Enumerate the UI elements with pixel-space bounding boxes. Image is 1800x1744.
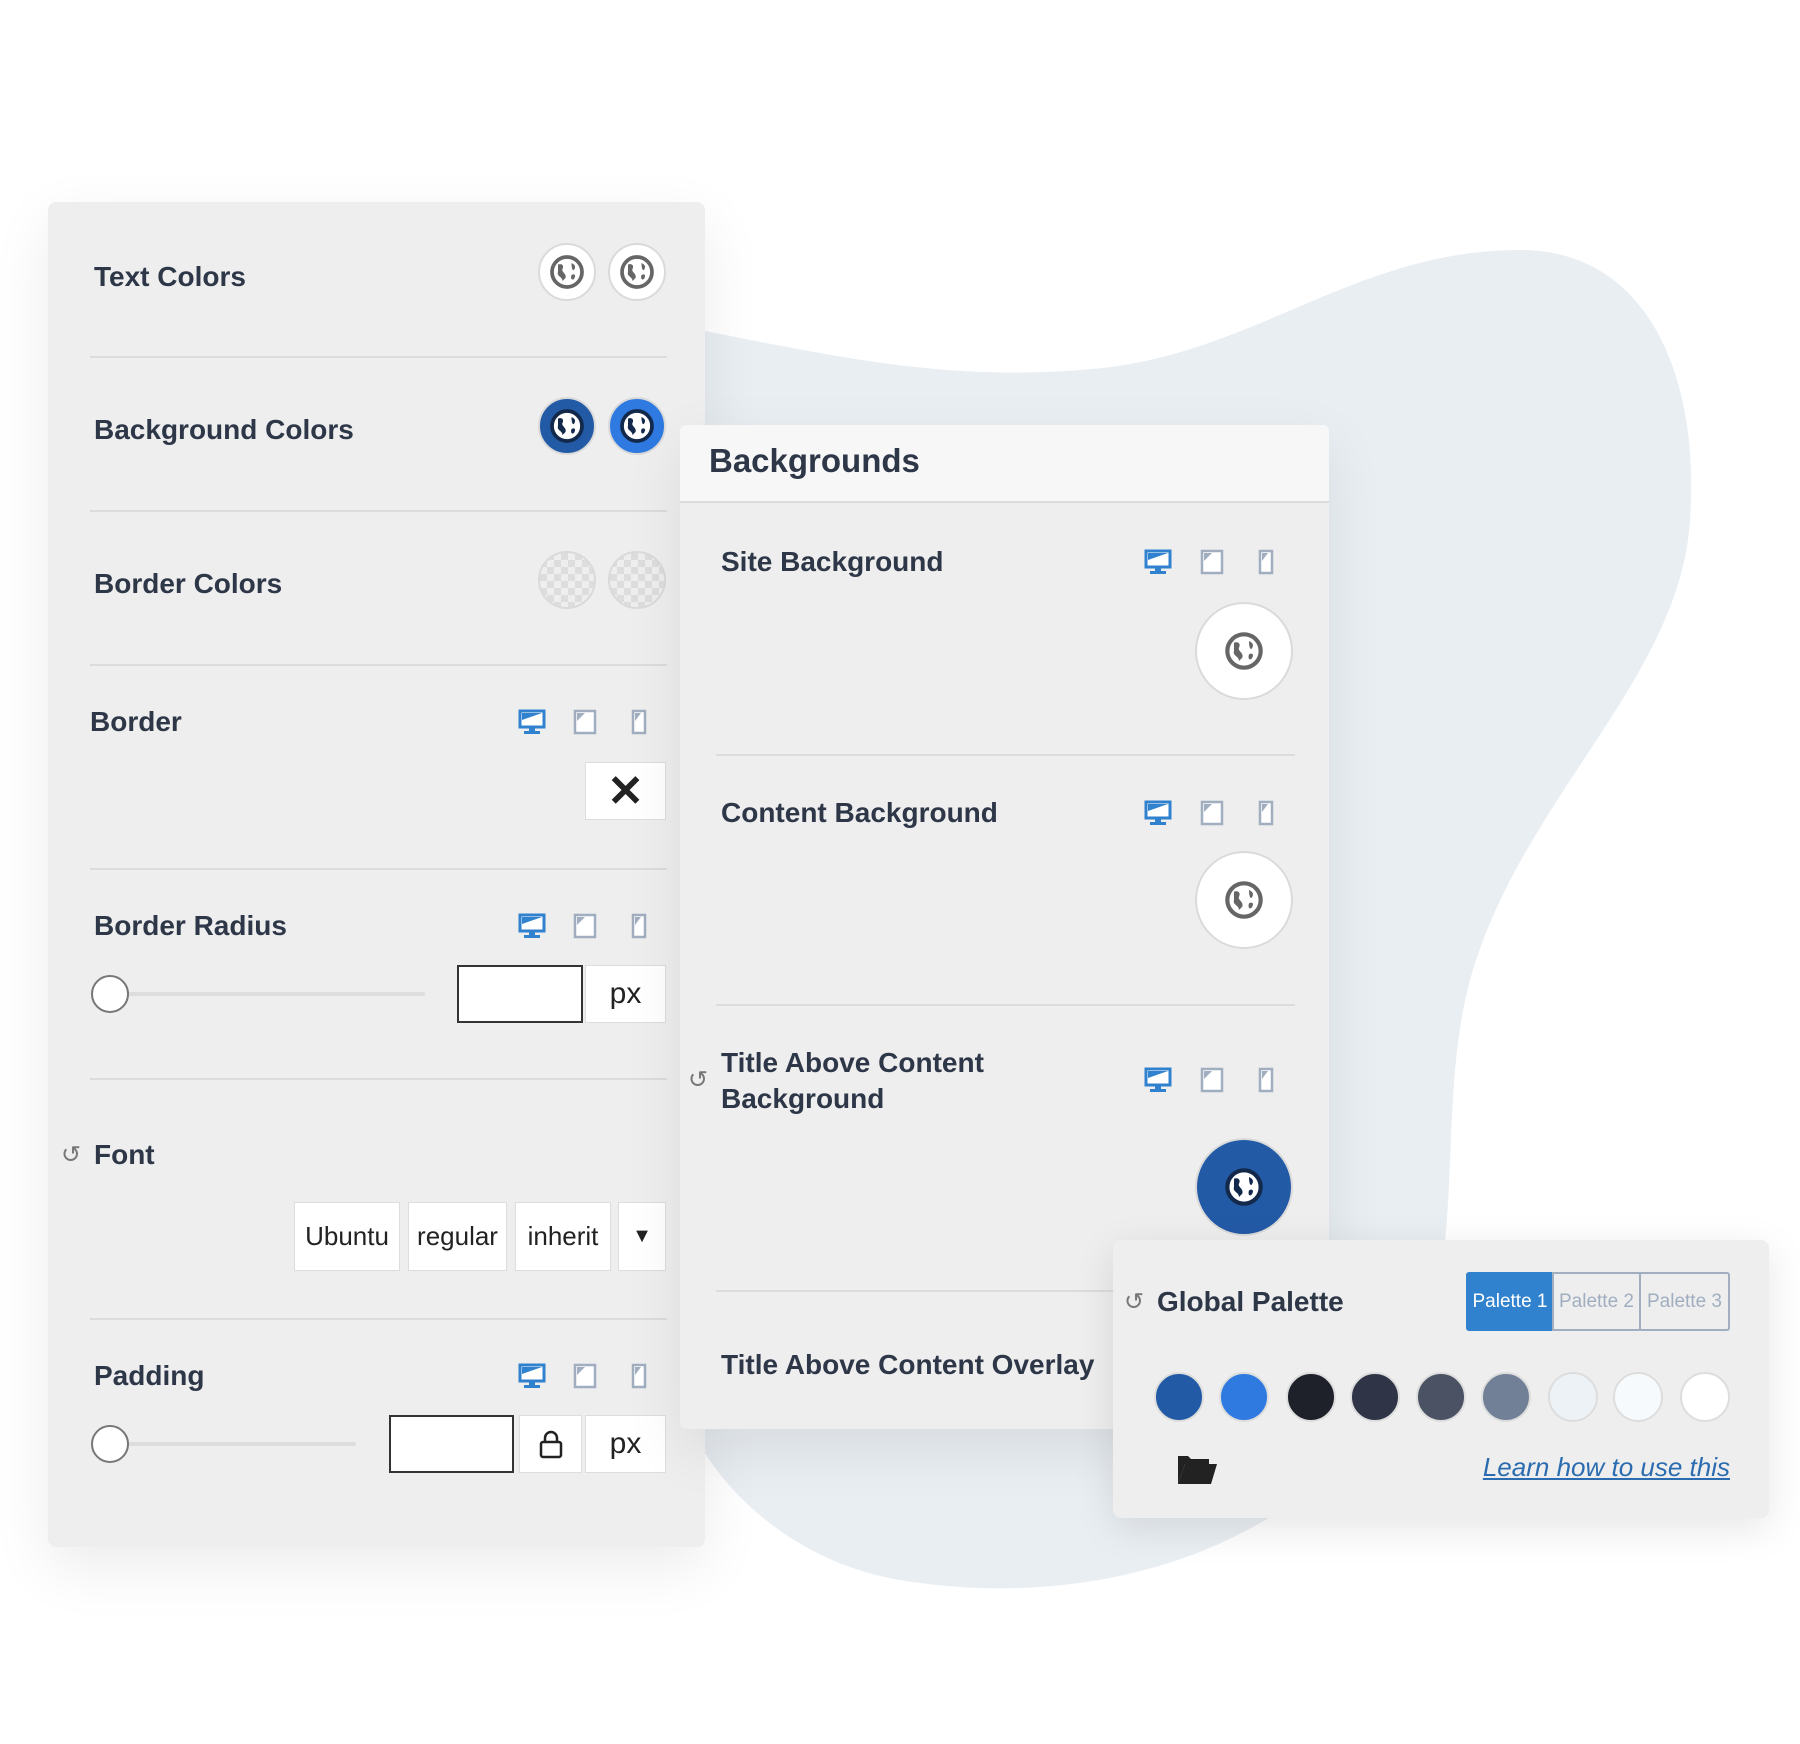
border-colors-label: Border Colors: [94, 568, 283, 599]
border-radius-label: Border Radius: [94, 910, 287, 941]
mobile-icon[interactable]: [625, 708, 653, 736]
mobile-icon[interactable]: [625, 1362, 653, 1390]
chevron-down-icon: ▼: [632, 1225, 652, 1247]
globe-icon: [620, 409, 654, 443]
divider: [90, 664, 667, 666]
font-style-select[interactable]: inherit: [515, 1202, 611, 1271]
tab-palette-3[interactable]: Palette 3: [1639, 1272, 1730, 1331]
tablet-icon[interactable]: [1198, 548, 1226, 576]
tab-palette-2[interactable]: Palette 2: [1552, 1272, 1641, 1331]
border-radius-input[interactable]: [457, 965, 583, 1023]
backgrounds-header: [680, 425, 1329, 503]
divider: [90, 510, 667, 512]
palette-swatch-5[interactable]: [1416, 1372, 1466, 1422]
reset-icon[interactable]: ↺: [1123, 1288, 1145, 1316]
reset-icon[interactable]: ↺: [60, 1141, 82, 1169]
palette-swatch-4[interactable]: [1350, 1372, 1400, 1422]
border-radius-slider-handle[interactable]: [91, 975, 129, 1013]
palette-swatch-9[interactable]: [1680, 1372, 1730, 1422]
globe-icon: [620, 255, 654, 289]
desktop-icon[interactable]: [1144, 1066, 1172, 1094]
palette-swatch-6[interactable]: [1481, 1372, 1531, 1422]
tablet-icon[interactable]: [1198, 1066, 1226, 1094]
text-colors-label: Text Colors: [94, 261, 246, 292]
background-color-swatch-2[interactable]: [608, 397, 666, 455]
palette-swatch-8[interactable]: [1613, 1372, 1663, 1422]
title-above-content-overlay-label: Title Above Content Overlay: [721, 1349, 1095, 1380]
border-color-swatch-1[interactable]: [538, 551, 596, 609]
backgrounds-title: Backgrounds: [709, 442, 920, 479]
divider: [90, 356, 667, 358]
font-family-select[interactable]: Ubuntu: [294, 1202, 400, 1271]
border-radius-unit[interactable]: px: [585, 965, 666, 1023]
font-label: Font: [94, 1139, 155, 1170]
mobile-icon[interactable]: [625, 912, 653, 940]
divider: [716, 1290, 1295, 1292]
palette-swatch-7[interactable]: [1548, 1372, 1598, 1422]
divider: [716, 754, 1295, 756]
title-above-content-background-label-line2: Background: [721, 1083, 885, 1114]
global-palette-title: Global Palette: [1157, 1286, 1344, 1317]
palette-swatch-1[interactable]: [1154, 1372, 1204, 1422]
padding-slider-handle[interactable]: [91, 1425, 129, 1463]
globe-icon: [1225, 1168, 1263, 1206]
palette-swatch-3[interactable]: [1286, 1372, 1336, 1422]
padding-input[interactable]: [389, 1415, 514, 1473]
border-label: Border: [90, 706, 182, 737]
background-color-swatch-1[interactable]: [538, 397, 596, 455]
desktop-icon[interactable]: [1144, 548, 1172, 576]
divider: [716, 1004, 1295, 1006]
divider: [90, 1318, 667, 1320]
tablet-icon[interactable]: [1198, 799, 1226, 827]
border-color-swatch-2[interactable]: [608, 551, 666, 609]
desktop-icon[interactable]: [518, 708, 546, 736]
globe-icon: [550, 255, 584, 289]
font-weight-select[interactable]: regular: [408, 1202, 507, 1271]
learn-how-link[interactable]: Learn how to use this: [1482, 1452, 1730, 1482]
padding-slider-track[interactable]: [109, 1442, 356, 1446]
reset-icon[interactable]: ↺: [687, 1066, 709, 1094]
padding-lock-button[interactable]: [519, 1415, 582, 1473]
tablet-icon[interactable]: [571, 1362, 599, 1390]
palette-swatch-2[interactable]: [1219, 1372, 1269, 1422]
padding-label: Padding: [94, 1360, 205, 1391]
desktop-icon[interactable]: [518, 912, 546, 940]
mobile-icon[interactable]: [1252, 1066, 1280, 1094]
tab-palette-1[interactable]: Palette 1: [1466, 1272, 1554, 1331]
mobile-icon[interactable]: [1252, 548, 1280, 576]
padding-unit[interactable]: px: [585, 1415, 666, 1473]
divider: [90, 1078, 667, 1080]
globe-icon: [1225, 881, 1263, 919]
text-color-swatch-2[interactable]: [608, 243, 666, 301]
title-above-content-background-label: Title Above Content: [721, 1047, 984, 1078]
globe-icon: [550, 409, 584, 443]
desktop-icon[interactable]: [518, 1362, 546, 1390]
folder-open-icon[interactable]: [1176, 1450, 1218, 1486]
content-background-label: Content Background: [721, 797, 998, 828]
tablet-icon[interactable]: [571, 708, 599, 736]
mobile-icon[interactable]: [1252, 799, 1280, 827]
border-radius-slider-track[interactable]: [109, 992, 425, 996]
border-none-button[interactable]: ✕: [585, 762, 666, 820]
text-color-swatch-1[interactable]: [538, 243, 596, 301]
desktop-icon[interactable]: [1144, 799, 1172, 827]
lock-icon: [539, 1430, 562, 1459]
settings-panel: [48, 202, 705, 1547]
site-background-label: Site Background: [721, 546, 944, 577]
content-background-swatch[interactable]: [1195, 851, 1293, 949]
font-dropdown-button[interactable]: ▼: [618, 1202, 666, 1271]
background-colors-label: Background Colors: [94, 414, 354, 445]
title-above-content-background-swatch[interactable]: [1195, 1138, 1293, 1236]
site-background-swatch[interactable]: [1195, 602, 1293, 700]
globe-icon: [1225, 632, 1263, 670]
close-icon: ✕: [607, 766, 644, 816]
divider: [90, 868, 667, 870]
tablet-icon[interactable]: [571, 912, 599, 940]
